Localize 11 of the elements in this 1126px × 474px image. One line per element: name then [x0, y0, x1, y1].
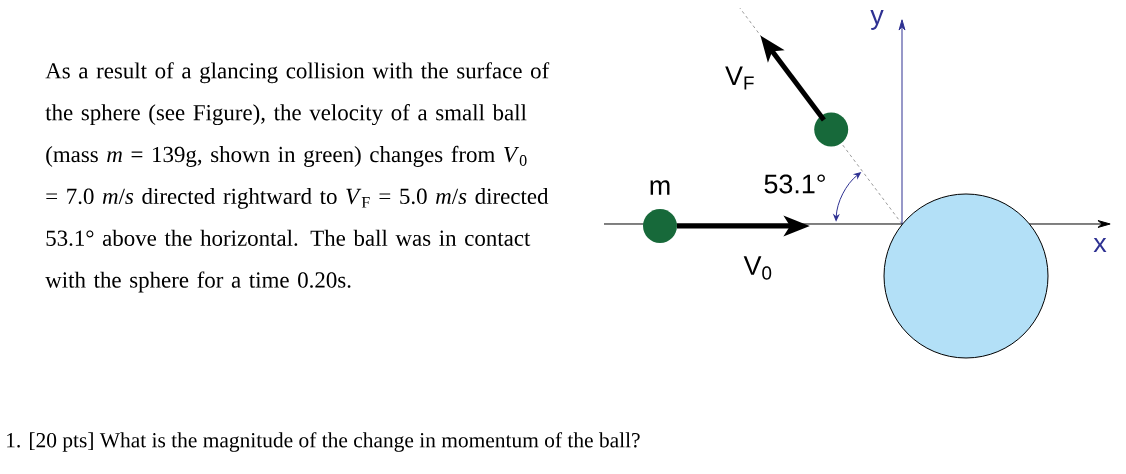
axis-label: y	[870, 10, 884, 30]
velocity-label: V$_{F}$	[725, 66, 754, 90]
ball	[814, 112, 849, 147]
ball	[643, 209, 677, 243]
mass-label: m	[650, 180, 670, 195]
angle-label: 53.1°	[764, 174, 825, 194]
sphere	[883, 193, 1049, 359]
axis-label: x	[1093, 237, 1107, 253]
velocity-label: V$_{0}$	[743, 256, 772, 280]
question-text: 1. [20 pts] What is the magnitude of the change in momentum of the ball?	[7, 432, 640, 452]
problem-text: As a result of a glancing collision with the surface of the sphere (see Figure), the velocity of a small ball (mass m = 139g, shown in green) changes from V$_{0}$ = 7.0 m/s directed rightward to V$_{F}$ = 5.0 m/s directed 53.1° above the horizontal. The ball was in contact with the sphere for a time 0.20s.	[45, 62, 550, 293]
